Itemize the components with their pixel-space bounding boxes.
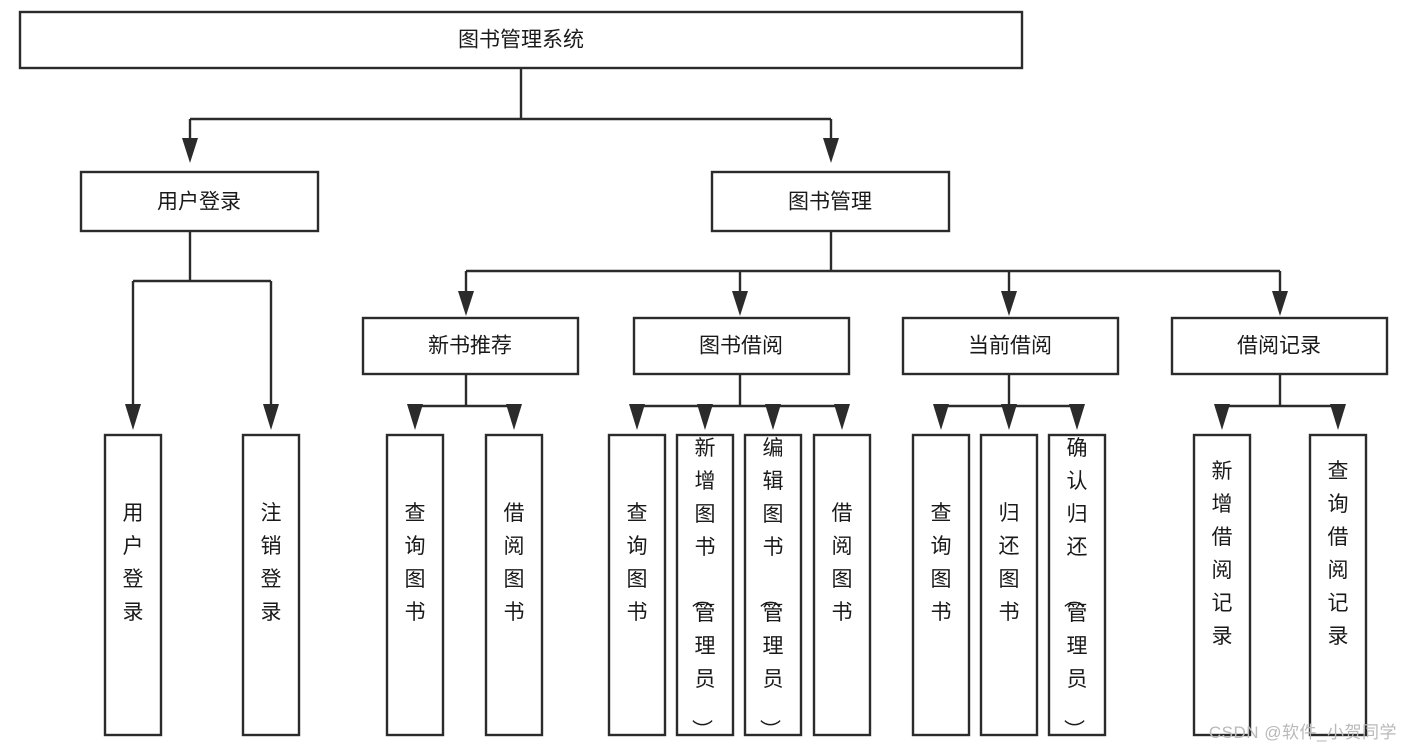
node-book-management[interactable]: 图书管理 <box>710 170 951 233</box>
arrowhead-leaf-borrow-book-2 <box>834 404 850 430</box>
node-current-borrow-label: 当前借阅 <box>968 335 1052 358</box>
node-user-login-label: 用户登录 <box>157 191 241 214</box>
arrowhead-book-management <box>823 138 839 163</box>
leaf-borrow-book-2-box[interactable] <box>812 433 872 737</box>
leaf-borrow-book-1-box[interactable] <box>484 433 544 737</box>
arrowhead-current-borrow <box>1001 291 1017 316</box>
arrowhead-leaf-query-borrow-record <box>1330 404 1346 430</box>
node-current-borrow-box[interactable] <box>901 316 1120 376</box>
arrowhead-leaf-query-book-2 <box>629 404 645 430</box>
node-user-login-box[interactable] <box>79 170 320 233</box>
leaf-node-user-login[interactable] <box>103 433 163 737</box>
arrowhead-leaf-edit-book <box>765 404 781 430</box>
arrowhead-leaf-user-login <box>125 404 141 430</box>
arrowhead-leaf-query-book-3 <box>933 404 949 430</box>
edge-group-user-login-to-leaves <box>125 231 279 430</box>
arrowhead-new-book-recommend <box>458 291 474 316</box>
arrowhead-user-login <box>182 138 198 163</box>
leaf-node-query-book-3[interactable] <box>911 433 971 737</box>
leaf-node-return-book[interactable] <box>979 433 1039 737</box>
node-user-login[interactable]: 用户登录 <box>79 170 320 233</box>
node-book-management-box[interactable] <box>710 170 951 233</box>
leaf-logout-login-box[interactable] <box>241 433 301 737</box>
leaf-add-borrow-record-label: 新增借阅记录 <box>1212 460 1233 648</box>
arrowhead-leaf-add-book <box>697 404 713 430</box>
arrowhead-leaf-add-borrow-record <box>1214 404 1230 430</box>
leaf-node-borrow-book-1[interactable] <box>484 433 544 737</box>
node-new-book-recommend[interactable]: 新书推荐 <box>361 316 580 376</box>
node-current-borrow[interactable]: 当前借阅 <box>901 316 1120 376</box>
leaf-query-borrow-record-box[interactable] <box>1308 433 1368 737</box>
leaf-node-query-book-1[interactable] <box>385 433 445 737</box>
node-book-borrow-box[interactable] <box>632 316 851 376</box>
leaf-logout-login-label: 注销登录 <box>261 502 282 624</box>
leaf-query-book-2-box[interactable] <box>607 433 667 737</box>
leaf-labels: 用户登录 注销登录 查询图书 借阅图书 查询图书 新增图书（管理员） 编辑图书（… <box>123 437 1349 740</box>
node-new-book-recommend-label: 新书推荐 <box>428 335 512 358</box>
leaf-query-book-1-label: 查询图书 <box>405 502 426 624</box>
arrowhead-leaf-return-book <box>1001 404 1017 430</box>
node-root[interactable]: 图书管理系统 <box>18 10 1024 70</box>
leaf-add-book-box[interactable] <box>675 433 735 737</box>
leaf-borrow-book-1-label: 借阅图书 <box>504 502 525 624</box>
leaf-node-add-borrow-record[interactable] <box>1192 433 1252 737</box>
leaf-user-login-box[interactable] <box>103 433 163 737</box>
node-borrow-record-label: 借阅记录 <box>1237 335 1321 358</box>
node-new-book-recommend-box[interactable] <box>361 316 580 376</box>
leaf-query-book-2-label: 查询图书 <box>627 502 648 624</box>
leaf-add-borrow-record-box[interactable] <box>1192 433 1252 737</box>
edge-group-new-book-to-leaves <box>407 374 522 430</box>
leaf-query-borrow-record-label: 查询借阅记录 <box>1328 460 1349 648</box>
arrowhead-borrow-record <box>1272 291 1288 316</box>
leaf-query-book-3-box[interactable] <box>911 433 971 737</box>
leaf-add-book-label: 新增图书（管理员） <box>690 437 716 740</box>
arrowhead-leaf-borrow-book-1 <box>506 404 522 430</box>
node-book-borrow-label: 图书借阅 <box>699 335 783 358</box>
leaf-node-edit-book[interactable] <box>743 433 803 737</box>
leaf-borrow-book-2-label: 借阅图书 <box>832 502 853 624</box>
node-borrow-record[interactable]: 借阅记录 <box>1170 316 1389 376</box>
arrowhead-leaf-logout-login <box>263 404 279 430</box>
leaf-node-add-book[interactable] <box>675 433 735 737</box>
leaf-node-confirm-return[interactable] <box>1047 433 1107 737</box>
leaf-return-book-label: 归还图书 <box>999 502 1020 624</box>
leaf-edit-book-box[interactable] <box>743 433 803 737</box>
arrowhead-book-borrow <box>732 291 748 316</box>
leaf-query-book-3-label: 查询图书 <box>931 502 952 624</box>
arrowhead-leaf-query-book-1 <box>407 404 423 430</box>
leaf-return-book-box[interactable] <box>979 433 1039 737</box>
leaf-confirm-return-box[interactable] <box>1047 433 1107 737</box>
leaf-node-query-borrow-record[interactable] <box>1308 433 1368 737</box>
leaf-edit-book-label: 编辑图书（管理员） <box>758 437 784 740</box>
leaf-node-borrow-book-2[interactable] <box>812 433 872 737</box>
edge-group-root-to-level1 <box>182 68 839 163</box>
leaf-node-logout-login[interactable] <box>241 433 301 737</box>
edge-group-book-borrow-to-leaves <box>629 374 850 430</box>
leaf-query-book-1-box[interactable] <box>385 433 445 737</box>
leaf-user-login-label: 用户登录 <box>123 502 144 624</box>
edge-group-book-management-to-level2 <box>458 231 1288 316</box>
edge-group-borrow-record-to-leaves <box>1214 374 1346 430</box>
node-root-label: 图书管理系统 <box>458 29 584 52</box>
node-borrow-record-box[interactable] <box>1170 316 1389 376</box>
csdn-watermark: CSDN @软件_小贺同学 <box>1208 723 1397 742</box>
leaf-node-query-book-2[interactable] <box>607 433 667 737</box>
leaf-confirm-return-label: 确认归还（管理员） <box>1062 437 1088 740</box>
node-root-box[interactable] <box>18 10 1024 70</box>
arrowhead-leaf-confirm-return <box>1069 404 1085 430</box>
edge-group-current-borrow-to-leaves <box>933 374 1085 430</box>
node-book-management-label: 图书管理 <box>788 191 872 214</box>
node-book-borrow[interactable]: 图书借阅 <box>632 316 851 376</box>
